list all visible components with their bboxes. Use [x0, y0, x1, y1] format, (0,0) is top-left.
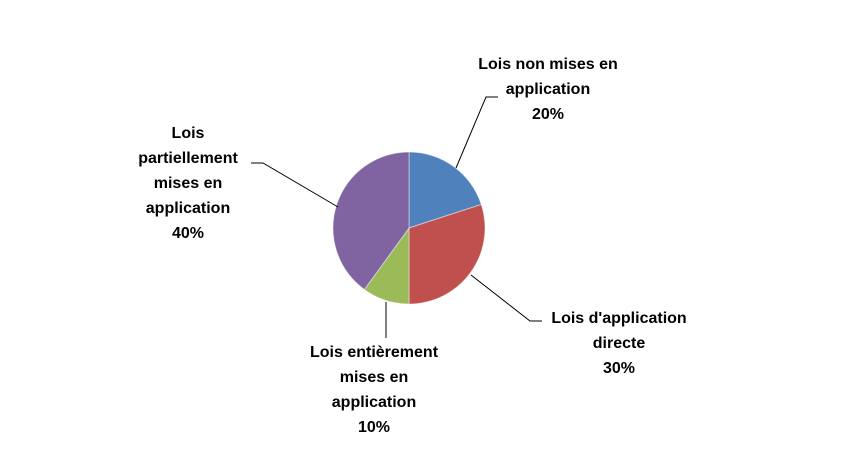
data-label-lois-entierement: Lois entièrement mises en application 10… — [309, 344, 439, 436]
leader-lines-group — [251, 96, 542, 338]
leader-line-lois-partiellement — [251, 162, 339, 208]
data-label-lois-non-mises: Lois non mises en application 20% — [478, 56, 618, 123]
pie-slices-group — [332, 151, 486, 305]
pie-slice-0 — [408, 151, 482, 229]
data-label-lois-partiellement: Lois partiellement mises en application … — [138, 125, 238, 242]
pie-slice-2 — [363, 226, 410, 305]
pie-slice-3 — [332, 151, 410, 291]
pie-slice-1 — [408, 203, 486, 305]
leader-line-lois-non-mises — [455, 96, 498, 169]
data-label-lois-application-directe: Lois d'application directe 30% — [551, 310, 687, 377]
leader-line-lois-application-directe — [470, 274, 542, 322]
